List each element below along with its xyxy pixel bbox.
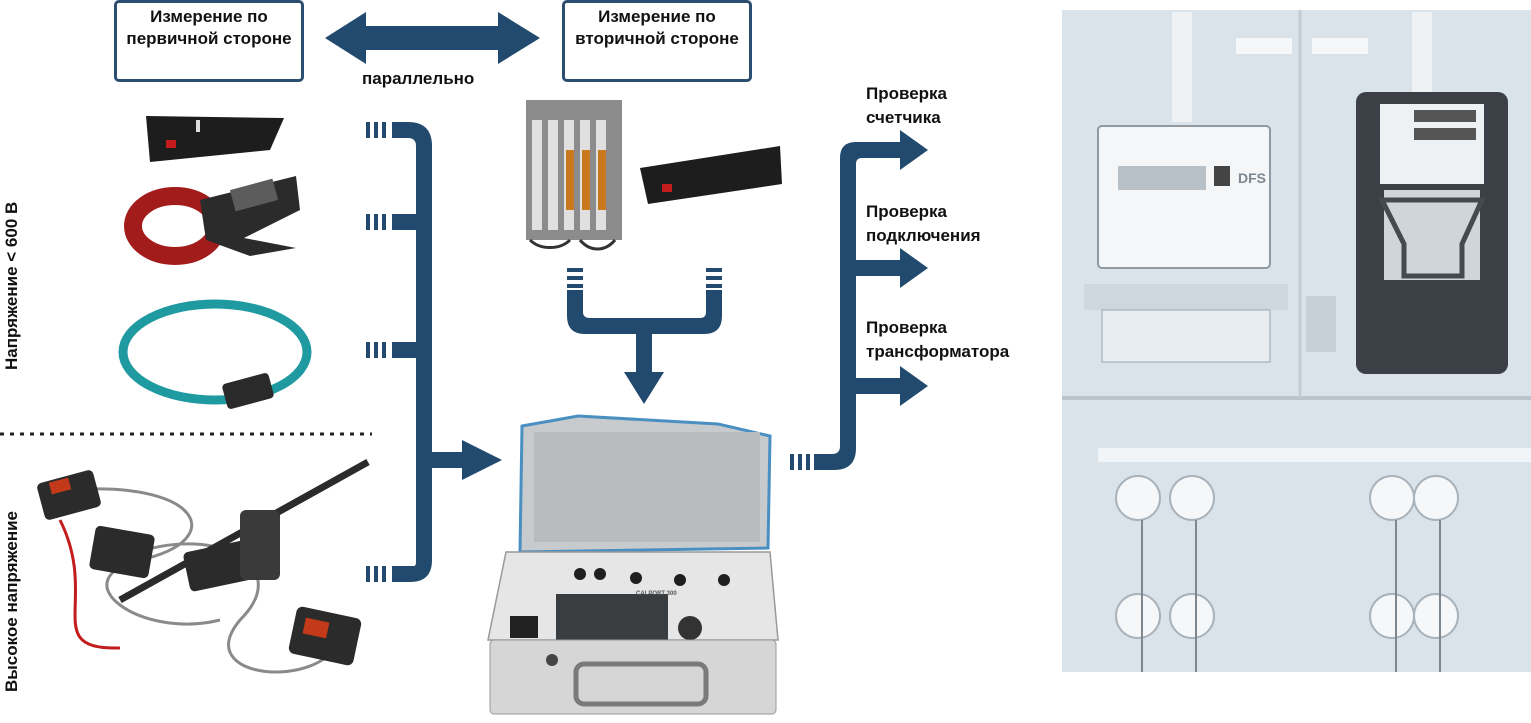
low-voltage-label: Напряжение < 600 В [2,201,21,370]
calport-device-icon [487,414,779,715]
connection-check-label: Проверка подключения [866,202,981,245]
output-arrow [790,130,928,470]
clamp-meter-icon [124,176,300,265]
high-voltage-label: Высокое напряжение [2,510,21,692]
meter-check-label: Проверка счетчика [866,84,948,127]
fuses-icon [1115,475,1459,639]
primary-side-box: Измерение по первичной стороне [114,0,304,82]
hv-clamps-icon [37,458,370,674]
double-arrow [325,12,540,64]
secondary-side-box: Измерение по вторичной стороне [562,0,752,82]
transformer-check-label: Проверка трансформатора [866,318,1010,361]
device-brand-label: CALPORT 300 [636,591,677,597]
clamp-small-icon [146,116,284,162]
rogowski-coil-icon [118,299,312,409]
terminal-block-icon [526,100,622,251]
induction-meter-icon [1306,92,1508,374]
electronic-meter-icon [1084,125,1288,363]
secondary-merge-arrow [567,268,722,404]
left-bus-arrow [366,122,502,582]
parallel-label: параллельно [362,69,475,88]
meter-brand-label: DFS [1238,170,1266,186]
clamp-secondary-icon [640,146,782,204]
